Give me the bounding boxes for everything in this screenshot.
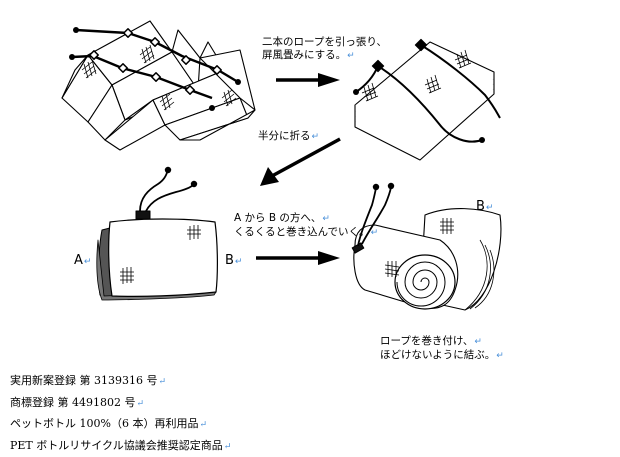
return-mark-icon: ↵ (486, 203, 494, 213)
step4-caption-line2: ほどけないように結ぶ。 (380, 349, 495, 361)
return-mark-icon: ↵ (322, 214, 330, 224)
step1-caption-line1: 二本のロープを引っ張り、 (262, 36, 387, 48)
arrow-right-1 (276, 73, 340, 87)
return-mark-icon: ↵ (84, 257, 92, 267)
label-b-folded: B↵ (225, 254, 242, 269)
folded-mat-illustration (97, 167, 218, 300)
step4-caption-line1: ロープを巻き付け、 (380, 335, 473, 347)
return-mark-icon: ↵ (158, 377, 166, 387)
note-utility-model: 実用新案登録 第 3139316 号↵ (10, 371, 231, 393)
step2-caption-line1: 半分に折る (258, 130, 311, 142)
accordion-mat-illustration (62, 21, 255, 150)
step1-caption: 二本のロープを引っ張り、 屏風畳みにする。↵ (262, 36, 387, 63)
return-mark-icon: ↵ (199, 420, 207, 430)
return-mark-icon: ↵ (235, 257, 243, 267)
return-mark-icon: ↵ (136, 399, 144, 409)
step3-caption-line2: くるくると巻き込んでいく。 (234, 226, 370, 238)
arrow-diagonal (260, 139, 340, 186)
return-mark-icon: ↵ (312, 132, 320, 142)
product-notes: 実用新案登録 第 3139316 号↵ 商標登録 第 4491802 号↵ ペッ… (10, 371, 231, 457)
note-recycled: ペットボトル 100%（6 本）再利用品↵ (10, 414, 231, 436)
label-b-rolled: B↵ (476, 200, 493, 215)
label-a: A↵ (74, 254, 91, 269)
return-mark-icon: ↵ (474, 337, 482, 347)
return-mark-icon: ↵ (224, 442, 232, 452)
arrow-right-2 (256, 251, 340, 265)
note-certification: PET ボトルリサイクル協議会推奨認定商品↵ (10, 436, 231, 457)
step4-caption: ロープを巻き付け、↵ ほどけないように結ぶ。↵ (380, 335, 504, 363)
step2-caption: 半分に折る↵ (258, 130, 319, 144)
note-trademark: 商標登録 第 4491802 号↵ (10, 393, 231, 415)
return-mark-icon: ↵ (347, 51, 355, 61)
step1-caption-line2: 屏風畳みにする。 (262, 49, 346, 61)
label-a-text: A (74, 253, 83, 268)
return-mark-icon: ↵ (371, 228, 379, 238)
label-b-folded-text: B (225, 253, 234, 268)
step3-caption-line1: A から B の方へ、 (234, 212, 321, 224)
step3-caption: A から B の方へ、↵ くるくると巻き込んでいく。↵ (234, 212, 378, 240)
label-b-rolled-text: B (476, 199, 485, 214)
return-mark-icon: ↵ (496, 351, 504, 361)
